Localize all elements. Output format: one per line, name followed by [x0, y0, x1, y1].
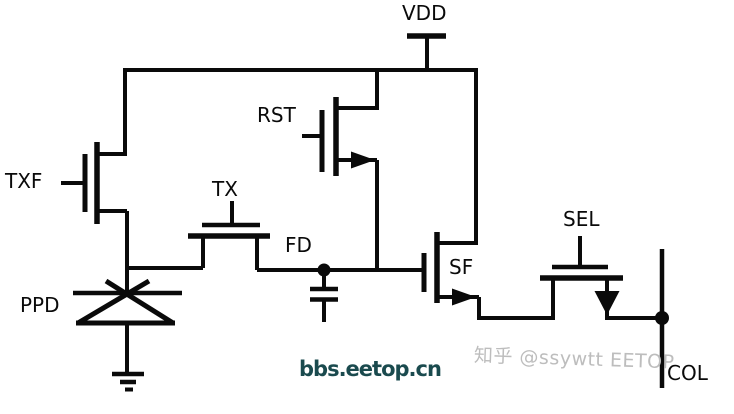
vdd-rail-wire: [97, 68, 478, 245]
label-rst: RST: [257, 103, 296, 127]
rst-source-arrow: [351, 151, 375, 169]
sf-transistor-icon: [421, 232, 479, 306]
label-vdd: VDD: [402, 1, 447, 25]
label-col: COL: [667, 361, 708, 385]
label-sel: SEL: [563, 207, 600, 231]
ground-icon: [112, 371, 144, 392]
tx-transistor-icon: [188, 201, 270, 270]
sel-transistor-icon: [540, 236, 662, 320]
forum-watermark: bbs.eetop.cn: [299, 357, 442, 381]
label-tx: TX: [212, 177, 238, 201]
ppd-side-left: [76, 278, 151, 326]
label-txf: TXF: [5, 169, 43, 193]
txf-transistor-icon: [61, 142, 127, 224]
rst-drain-lead: [336, 70, 379, 110]
ppd-photodiode-icon: [73, 278, 182, 374]
label-sf: SF: [449, 255, 474, 279]
sel-drain-arrow: [594, 291, 620, 315]
sf-source-arrow: [452, 288, 476, 306]
sf-to-sel-wire: [477, 278, 555, 320]
ppd-side-right: [104, 278, 175, 326]
label-fd: FD: [285, 233, 312, 257]
rst-transistor-icon: [302, 70, 379, 176]
label-ppd: PPD: [20, 293, 60, 317]
fd-capacitor-icon: [310, 270, 338, 322]
column-junction-dot: [655, 311, 669, 325]
vdd-supply-icon: [407, 33, 446, 70]
